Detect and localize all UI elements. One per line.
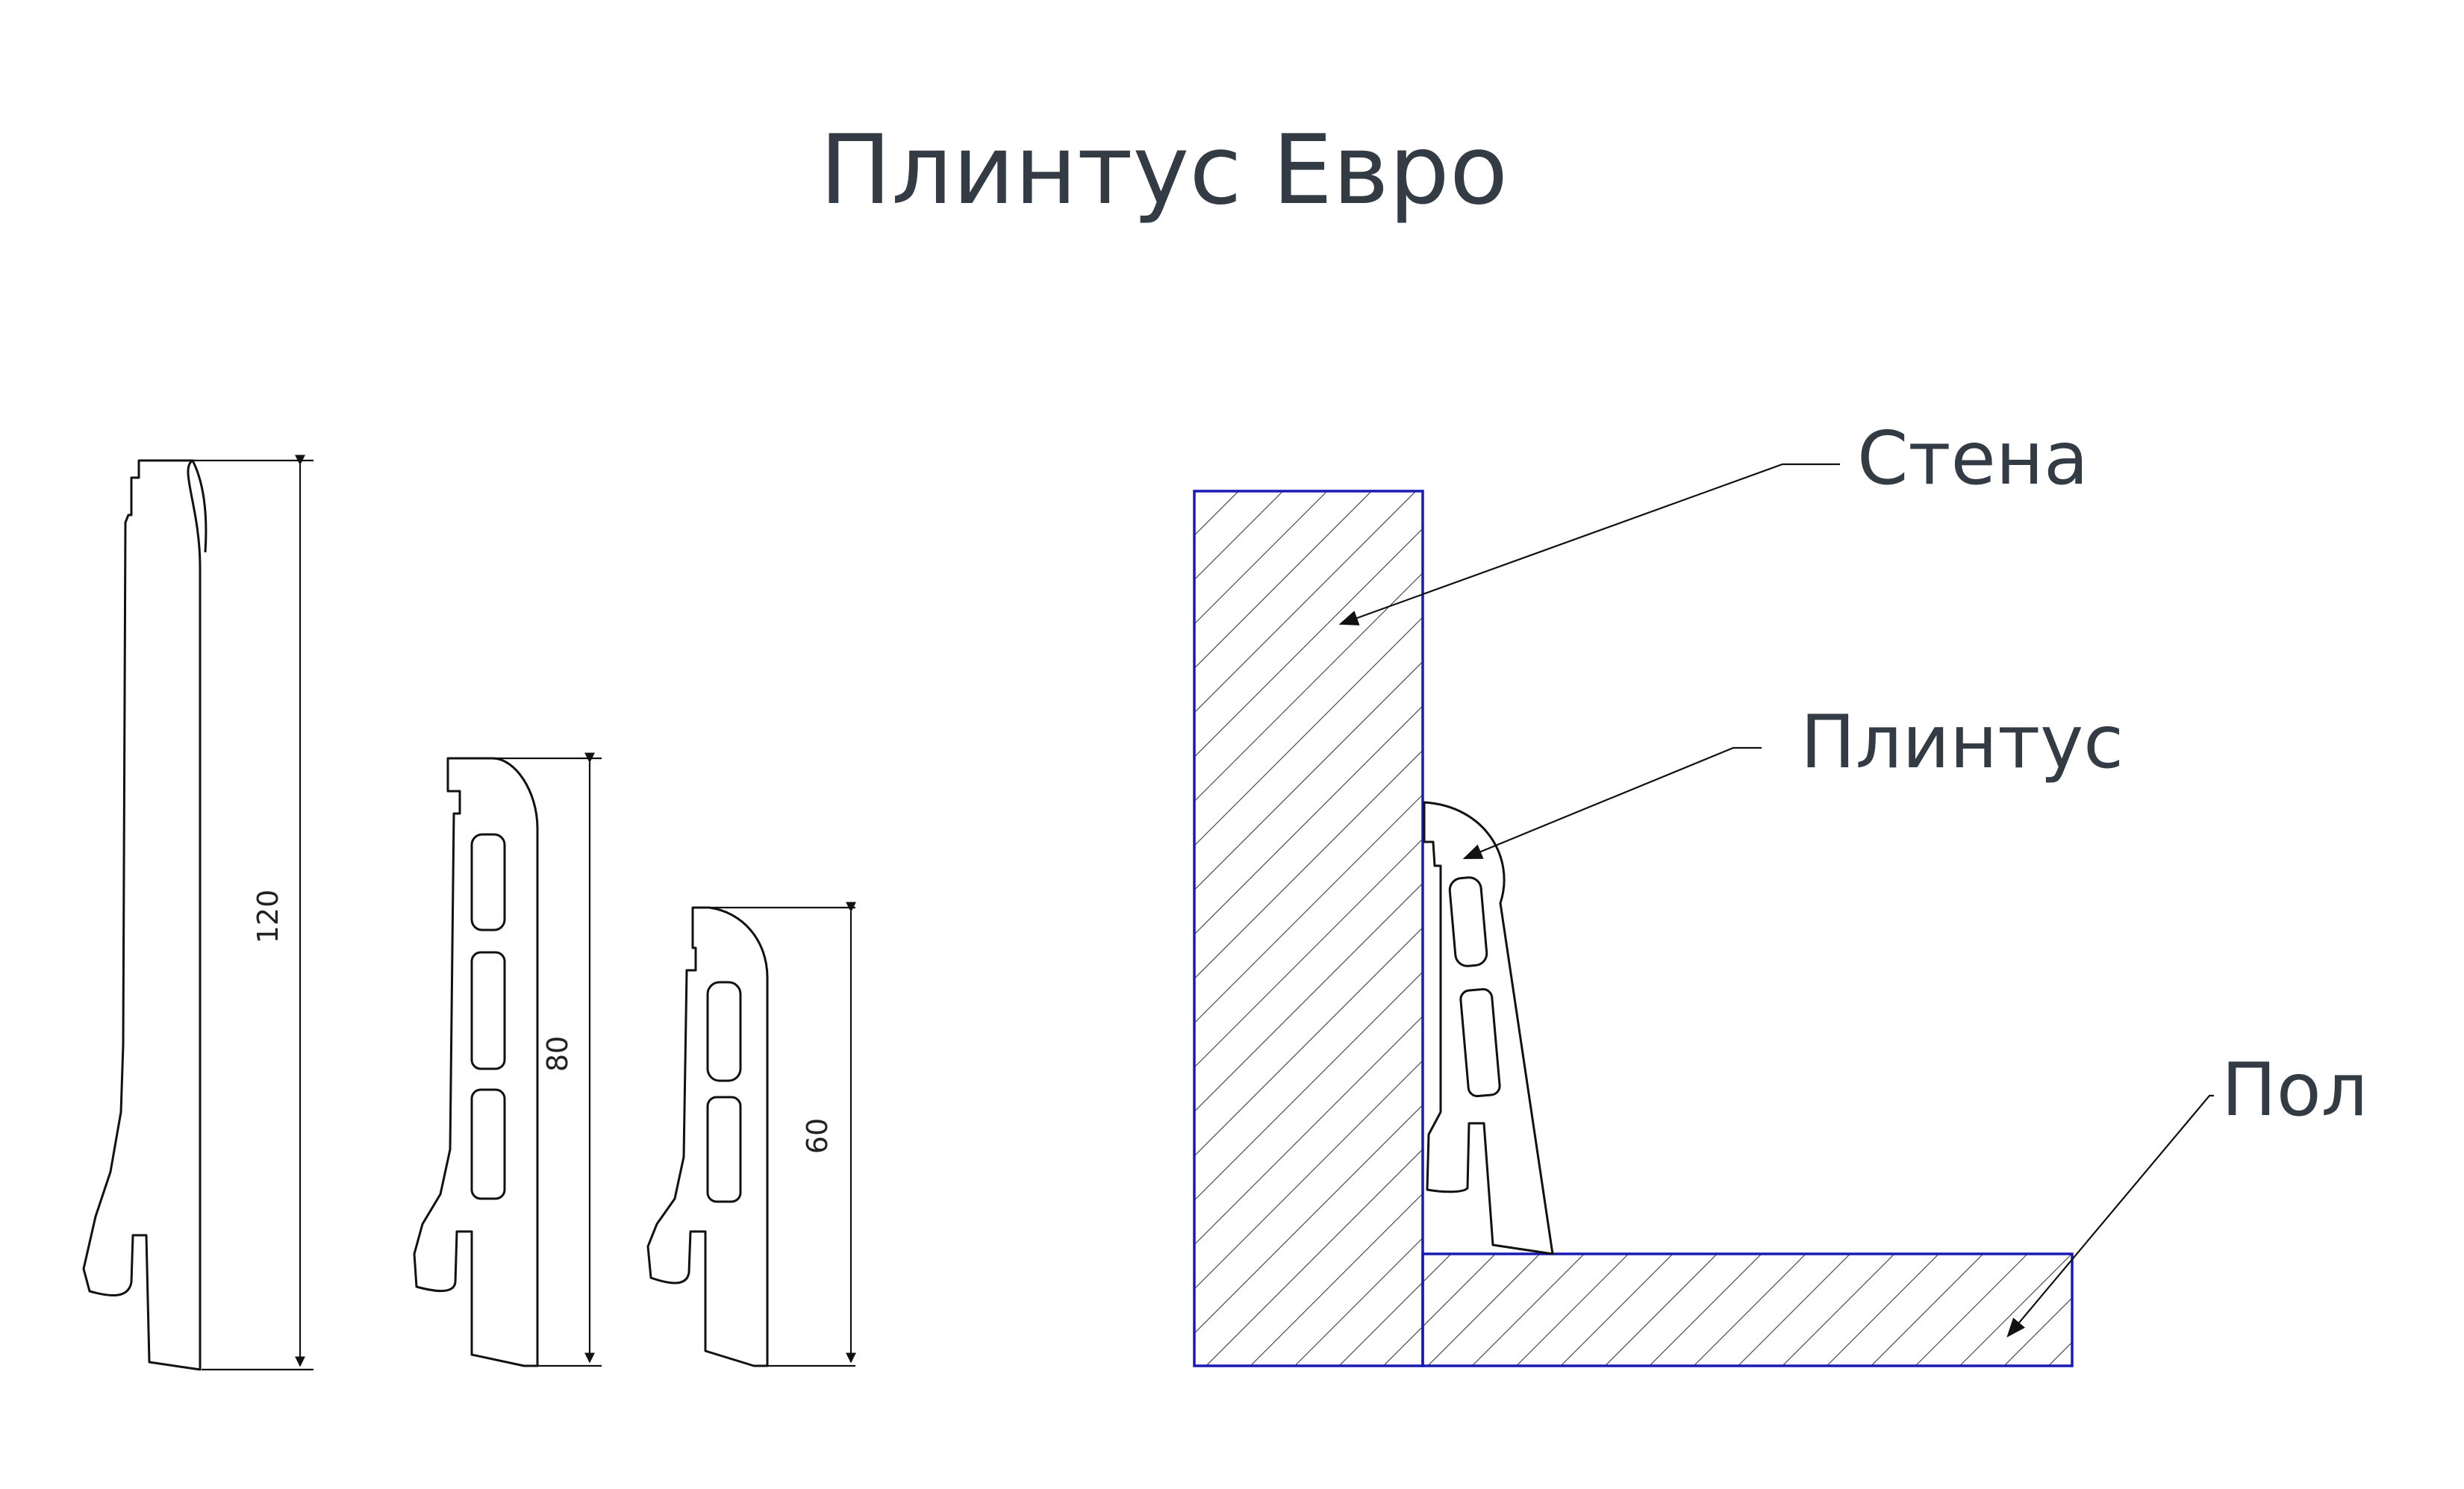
- installation-section: Стена Плинтус Пол: [1193, 416, 2368, 1367]
- floor-callout-label: Пол: [2221, 1048, 2368, 1133]
- profile-80-slot-top: [470, 833, 506, 931]
- profile-60-slot-bottom: [706, 1096, 742, 1203]
- floor-leader-line: [2006, 1094, 2214, 1337]
- profile-120: 120: [82, 455, 314, 1371]
- installed-baseboard-outline: [1423, 801, 1554, 1255]
- profile-80-height-label: 80: [541, 1036, 574, 1072]
- wall-section: [1194, 491, 1423, 1366]
- profile-60-outline: [646, 906, 769, 1367]
- profile-80: 80: [413, 752, 602, 1367]
- profile-80-slot-bottom: [470, 1088, 506, 1200]
- wall-section-outline: [1193, 490, 1424, 1367]
- profile-120-outline: [82, 459, 202, 1371]
- profile-60-height-label: 60: [801, 1118, 834, 1154]
- baseboard-callout-label: Плинтус: [1800, 700, 2124, 785]
- profile-80-outline: [413, 757, 539, 1367]
- profile-60-slot-top: [706, 981, 742, 1082]
- baseboard-leader-line: [1462, 746, 1762, 860]
- floor-section: [1423, 1254, 2072, 1366]
- profile-120-top-cap: [139, 459, 208, 553]
- profile-60: 60: [646, 902, 856, 1367]
- installed-baseboard-slot-bottom: [1459, 987, 1501, 1098]
- floor-section-outline: [1421, 1252, 2074, 1367]
- profile-80-slot-middle: [470, 951, 506, 1070]
- profile-120-height-label: 120: [252, 890, 284, 944]
- wall-callout-label: Стена: [1857, 416, 2089, 502]
- diagram-title: Плинтус Евро: [820, 115, 1508, 226]
- installed-baseboard-slot-top: [1448, 876, 1488, 967]
- wall-leader-line: [1338, 463, 1840, 625]
